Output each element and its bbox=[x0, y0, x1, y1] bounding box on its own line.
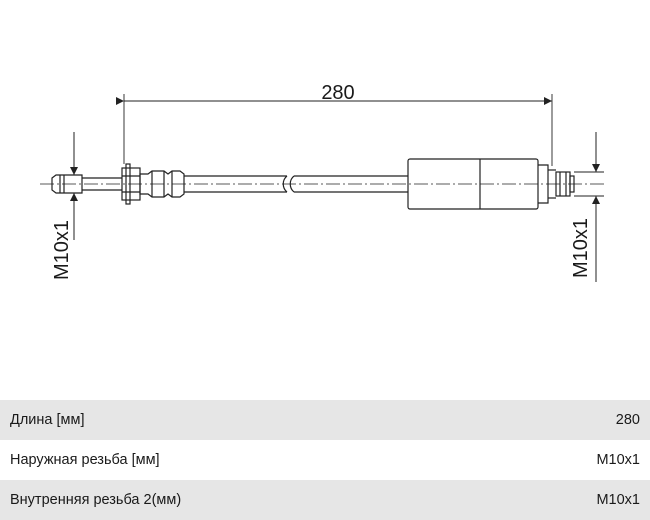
spec-value: M10x1 bbox=[596, 452, 640, 468]
thread-right-label: M10x1 bbox=[570, 218, 592, 278]
thread-left-label: M10x1 bbox=[51, 220, 73, 280]
spec-label: Наружная резьба [мм] bbox=[10, 452, 160, 468]
spec-row-internal-thread: Внутренняя резьба 2(мм) M10x1 bbox=[0, 480, 650, 520]
right-thread-indicator bbox=[574, 132, 604, 282]
left-male-fitting bbox=[51, 163, 185, 205]
left-thread-indicator bbox=[66, 132, 80, 240]
spec-label: Внутренняя резьба 2(мм) bbox=[0, 480, 488, 520]
spec-row-external-thread: Наружная резьба [мм] M10x1 bbox=[0, 440, 650, 480]
length-dimension-label: 280 bbox=[321, 82, 354, 104]
spec-value: 280 bbox=[487, 400, 650, 440]
spec-value: M10x1 bbox=[487, 480, 650, 520]
spec-label: Длина [мм] bbox=[0, 400, 488, 440]
hose-technical-drawing: 280 M10x1 M10x1 bbox=[40, 82, 605, 282]
right-female-fitting bbox=[407, 158, 575, 210]
hose-body bbox=[184, 175, 408, 193]
specs-table: Длина [мм] 280 Наружная резьба [мм] M10x… bbox=[0, 400, 650, 520]
spec-row-length: Длина [мм] 280 bbox=[0, 400, 650, 440]
